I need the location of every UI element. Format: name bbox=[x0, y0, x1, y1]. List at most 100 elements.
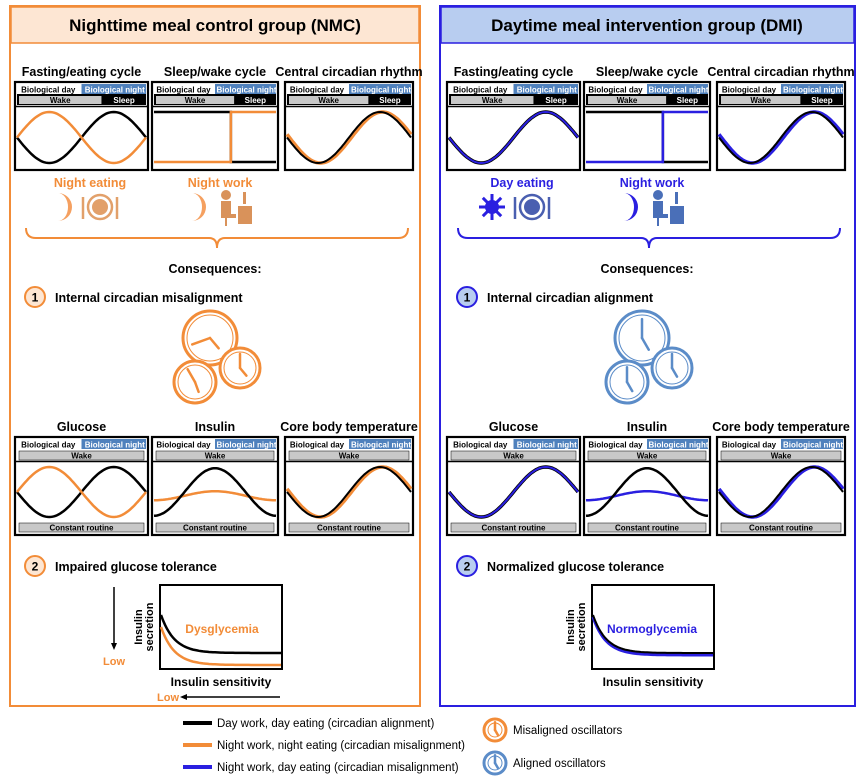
misaligned-clock-icon bbox=[218, 346, 262, 390]
bio-day-bar bbox=[154, 439, 215, 449]
bio-day-label: Biological day bbox=[453, 441, 508, 450]
rhythm-curve bbox=[448, 110, 579, 165]
dmi-glycemia-label: Normoglycemia bbox=[607, 622, 697, 636]
aligned-clock-icon bbox=[604, 359, 650, 405]
dmi-row2-title: Core body temperature bbox=[712, 420, 850, 434]
dmi-row1-title: Central circadian rhythm bbox=[707, 65, 854, 79]
desk bbox=[238, 206, 252, 224]
low-label: Low bbox=[103, 656, 125, 668]
bio-night-label: Biological night bbox=[85, 441, 145, 450]
dmi-c2-heading: Normalized glucose tolerance bbox=[487, 560, 664, 574]
sun-ray bbox=[481, 210, 489, 218]
bio-night-bar bbox=[647, 84, 708, 94]
constant-routine-label: Constant routine bbox=[615, 524, 680, 533]
legend-label: Night work, day eating (circadian misali… bbox=[217, 762, 459, 774]
dmi-row2-title: Insulin bbox=[627, 420, 667, 434]
wake-bar bbox=[587, 450, 707, 461]
rhythm-curve bbox=[285, 465, 413, 519]
bio-day-label: Biological day bbox=[21, 86, 76, 95]
bio-day-bar bbox=[719, 84, 781, 94]
nmc-badge-number: 1 bbox=[32, 291, 39, 305]
rhythm-curve bbox=[448, 465, 579, 519]
constant-routine-bar bbox=[155, 522, 275, 533]
bio-day-bar bbox=[17, 439, 82, 449]
rhythm-curve bbox=[286, 465, 412, 519]
dmi-row2-title: Glucose bbox=[489, 420, 538, 434]
moon-icon bbox=[58, 193, 72, 221]
bio-night-label: Biological night bbox=[85, 86, 145, 95]
wake-bar bbox=[721, 96, 801, 104]
bio-day-label: Biological day bbox=[156, 441, 211, 450]
constant-routine-bar bbox=[18, 522, 145, 533]
clock-inner bbox=[655, 351, 689, 385]
clock-hand bbox=[208, 336, 220, 350]
bio-night-bar bbox=[349, 84, 411, 94]
wake-bar bbox=[156, 96, 235, 104]
sun-ray bbox=[481, 196, 489, 204]
plate-center bbox=[524, 199, 540, 215]
dmi-row1-title: Sleep/wake cycle bbox=[596, 65, 698, 79]
body bbox=[221, 201, 231, 215]
nmc-work-label: Night work bbox=[188, 176, 253, 190]
bio-night-bar bbox=[781, 439, 843, 449]
head bbox=[221, 190, 231, 200]
nmc-row2-title: Insulin bbox=[195, 420, 235, 434]
clock-hand bbox=[190, 336, 212, 346]
clock-hand bbox=[670, 366, 679, 378]
bio-day-label: Biological day bbox=[453, 86, 508, 95]
rhythm-curve bbox=[285, 110, 413, 165]
wake-bar bbox=[451, 96, 534, 104]
wake-label: Wake bbox=[185, 96, 206, 105]
rhythm-curve bbox=[16, 465, 147, 519]
rhythm-curve bbox=[718, 465, 844, 519]
constant-routine-label: Constant routine bbox=[482, 524, 547, 533]
bio-night-bar bbox=[215, 439, 276, 449]
wake-label: Wake bbox=[482, 96, 503, 105]
constant-routine-bar bbox=[587, 522, 707, 533]
tolerance-curve-aligned bbox=[159, 614, 281, 655]
bio-night-label: Biological night bbox=[351, 441, 411, 450]
rhythm-curve bbox=[153, 490, 277, 502]
nmc-eating-label: Night eating bbox=[54, 176, 126, 190]
nmc-header bbox=[10, 6, 420, 44]
step-curve bbox=[154, 110, 276, 164]
nmc-title: Nighttime meal control group (NMC) bbox=[69, 16, 361, 35]
sun-ray bbox=[495, 210, 503, 218]
clock-inner bbox=[223, 351, 257, 385]
bio-day-bar bbox=[287, 439, 349, 449]
clock-hand bbox=[186, 368, 197, 384]
monitor bbox=[243, 192, 246, 204]
clock-hand bbox=[238, 366, 248, 377]
rhythm-curve bbox=[718, 110, 844, 165]
bio-night-bar bbox=[215, 84, 276, 94]
sleep-label: Sleep bbox=[245, 96, 266, 105]
bio-day-label: Biological day bbox=[588, 86, 643, 95]
wake-label: Wake bbox=[318, 96, 339, 105]
bio-day-bar bbox=[287, 84, 349, 94]
moon-icon bbox=[192, 193, 206, 221]
left-arrow-head bbox=[180, 694, 187, 700]
bio-day-bar bbox=[17, 84, 82, 94]
bio-day-label: Biological day bbox=[21, 441, 76, 450]
nmc-row1-title: Sleep/wake cycle bbox=[164, 65, 266, 79]
constant-routine-bar bbox=[288, 522, 410, 533]
brace bbox=[457, 227, 841, 249]
bio-night-bar bbox=[349, 439, 411, 449]
bio-night-bar bbox=[513, 84, 578, 94]
legs bbox=[221, 214, 236, 218]
wake-bar bbox=[720, 450, 842, 461]
dmi-c1-heading: Internal circadian alignment bbox=[487, 291, 654, 305]
rhythm-curve bbox=[153, 467, 277, 518]
constant-routine-label: Constant routine bbox=[50, 524, 115, 533]
brace bbox=[25, 227, 409, 249]
wake-bar bbox=[288, 450, 410, 461]
nmc-badge bbox=[24, 555, 46, 577]
tolerance-curve-aligned bbox=[592, 614, 713, 654]
y-axis-label: secretion bbox=[576, 602, 588, 651]
